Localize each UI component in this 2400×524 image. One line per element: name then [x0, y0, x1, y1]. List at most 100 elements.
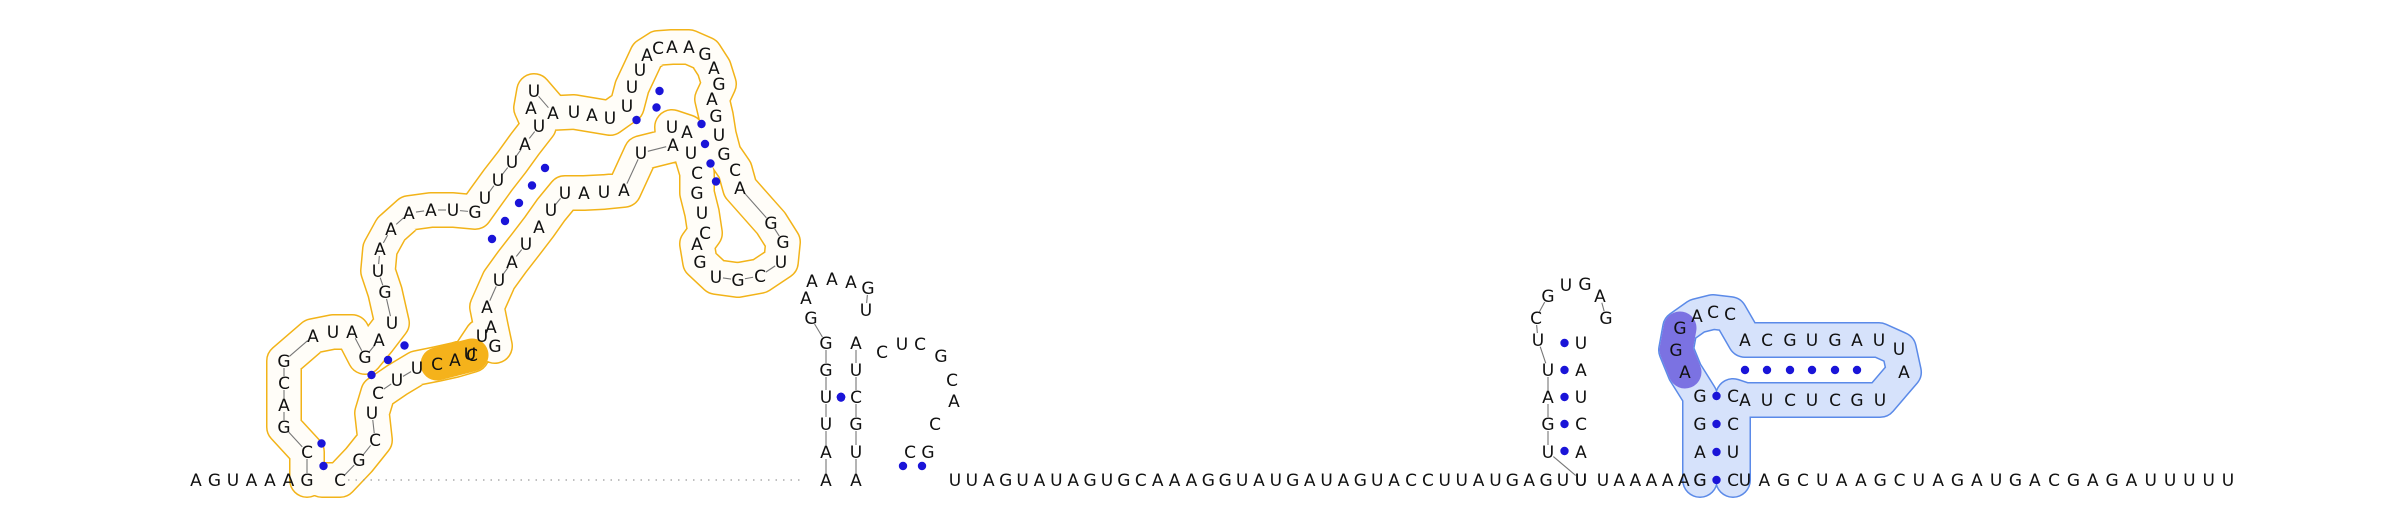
nucleotide-59: A: [1836, 471, 1848, 491]
nucleotide-46: U: [1575, 471, 1587, 491]
nucleotide-86: U: [327, 323, 339, 343]
base-pair-dot: [527, 181, 537, 190]
base-pair-dot: [1560, 419, 1569, 429]
nucleotide-95: A: [403, 204, 415, 224]
nucleotide-9: U: [949, 471, 961, 491]
nucleotide-125: A: [734, 179, 746, 199]
nucleotide-155: U: [476, 327, 488, 347]
nucleotide-12: G: [999, 471, 1012, 491]
nucleotide-165: G: [352, 451, 365, 471]
nucleotide-45: U: [1557, 471, 1569, 491]
nucleotide-178: U: [860, 301, 872, 321]
nucleotide-92: U: [372, 262, 384, 282]
base-pair-dot: [700, 139, 710, 149]
nucleotide-150: A: [506, 253, 518, 273]
nucleotide-77: U: [2183, 471, 2195, 491]
nucleotide-216: G: [1669, 341, 1682, 361]
nucleotide-112: U: [634, 61, 646, 81]
nucleotide-1: A: [190, 471, 202, 491]
nucleotide-238: C: [1784, 391, 1796, 411]
nucleotide-214: G: [1693, 387, 1706, 407]
nucleotide-232: U: [1893, 340, 1905, 360]
nucleotide-14: A: [1034, 471, 1046, 491]
nucleotide-101: U: [506, 153, 518, 173]
nucleotide-144: U: [598, 183, 610, 203]
nucleotide-24: G: [1202, 471, 1215, 491]
nucleotide-230: A: [1851, 331, 1863, 351]
nucleotide-145: A: [578, 184, 590, 204]
base-pair-dot: [319, 461, 328, 471]
nucleotide-225: A: [1739, 331, 1751, 351]
nucleotide-141: A: [667, 136, 679, 156]
nucleotide-80: C: [301, 443, 313, 463]
nucleotide-229: G: [1828, 331, 1841, 351]
backbone-lines: [283, 95, 1605, 481]
nucleotide-156: U: [464, 345, 476, 365]
nucleotide-88: G: [358, 348, 371, 368]
nucleotide-162: C: [372, 384, 384, 404]
nucleotide-103: U: [533, 117, 545, 137]
nucleotide-118: A: [708, 59, 720, 79]
orange-highlight-run: [420, 338, 489, 381]
base-pair-dot: [1830, 365, 1840, 375]
nucleotide-44: G: [1540, 471, 1553, 491]
nucleotide-173: A: [800, 289, 812, 309]
nucleotide-206: A: [1575, 361, 1587, 381]
nucleotide-222: C: [1727, 415, 1739, 435]
nucleotide-126: G: [764, 214, 777, 234]
nucleotide-60: A: [1855, 471, 1867, 491]
nucleotide-213: G: [1693, 415, 1706, 435]
nucleotide-209: A: [1575, 443, 1587, 463]
base-pair-dot: [1560, 392, 1569, 402]
nucleotide-130: G: [731, 271, 744, 291]
base-pair-dot: [1712, 475, 1721, 485]
nucleotide-195: G: [1541, 415, 1554, 435]
nucleotide-159: C: [431, 355, 443, 375]
base-pair-dot: [1560, 365, 1569, 375]
nucleotide-7: G: [300, 471, 313, 491]
nucleotide-237: U: [1806, 391, 1818, 411]
nucleotide-168: U: [820, 415, 832, 435]
nucleotide-19: G: [1117, 471, 1130, 491]
nucleotide-21: A: [1152, 471, 1164, 491]
nucleotide-205: U: [1575, 334, 1587, 354]
nucleotide-109: U: [604, 109, 616, 129]
nucleotide-127: G: [776, 233, 789, 253]
nucleotide-40: A: [1473, 471, 1485, 491]
nucleotide-233: A: [1898, 363, 1910, 383]
nucleotide-61: G: [1874, 471, 1887, 491]
nucleotide-176: A: [845, 273, 857, 293]
base-pair-dot: [500, 216, 510, 226]
nucleotide-63: U: [1913, 471, 1925, 491]
nucleotide-143: A: [618, 181, 630, 201]
nucleotide-152: A: [481, 298, 493, 318]
nucleotide-3: U: [227, 471, 239, 491]
nucleotide-72: A: [2087, 471, 2099, 491]
nucleotide-196: A: [1542, 388, 1554, 408]
nucleotide-84: G: [277, 352, 290, 372]
base-pair-dot: [917, 461, 927, 471]
base-pair-dot: [1740, 365, 1750, 375]
nucleotide-212: A: [1694, 443, 1706, 463]
nucleotide-16: A: [1067, 471, 1079, 491]
nucleotide-15: U: [1050, 471, 1062, 491]
nucleotide-131: U: [710, 268, 722, 288]
base-pair-dot: [1560, 338, 1569, 348]
nucleotide-6: A: [283, 471, 295, 491]
nucleotide-2: G: [208, 471, 221, 491]
nucleotide-224: C: [1727, 471, 1739, 491]
base-pair-dot: [836, 393, 846, 402]
nucleotide-90: U: [386, 314, 398, 334]
nucleotide-10: U: [966, 471, 978, 491]
nucleotide-64: A: [1932, 471, 1944, 491]
nucleotide-215: A: [1679, 363, 1691, 383]
nucleotide-114: C: [652, 39, 664, 59]
nucleotide-68: G: [2009, 471, 2022, 491]
nucleotide-119: G: [712, 75, 725, 95]
nucleotide-157: C: [466, 346, 478, 366]
base-pair-dot: [514, 198, 524, 208]
nucleotide-116: A: [683, 38, 695, 58]
nucleotide-29: G: [1286, 471, 1299, 491]
nucleotide-43: A: [1523, 471, 1535, 491]
